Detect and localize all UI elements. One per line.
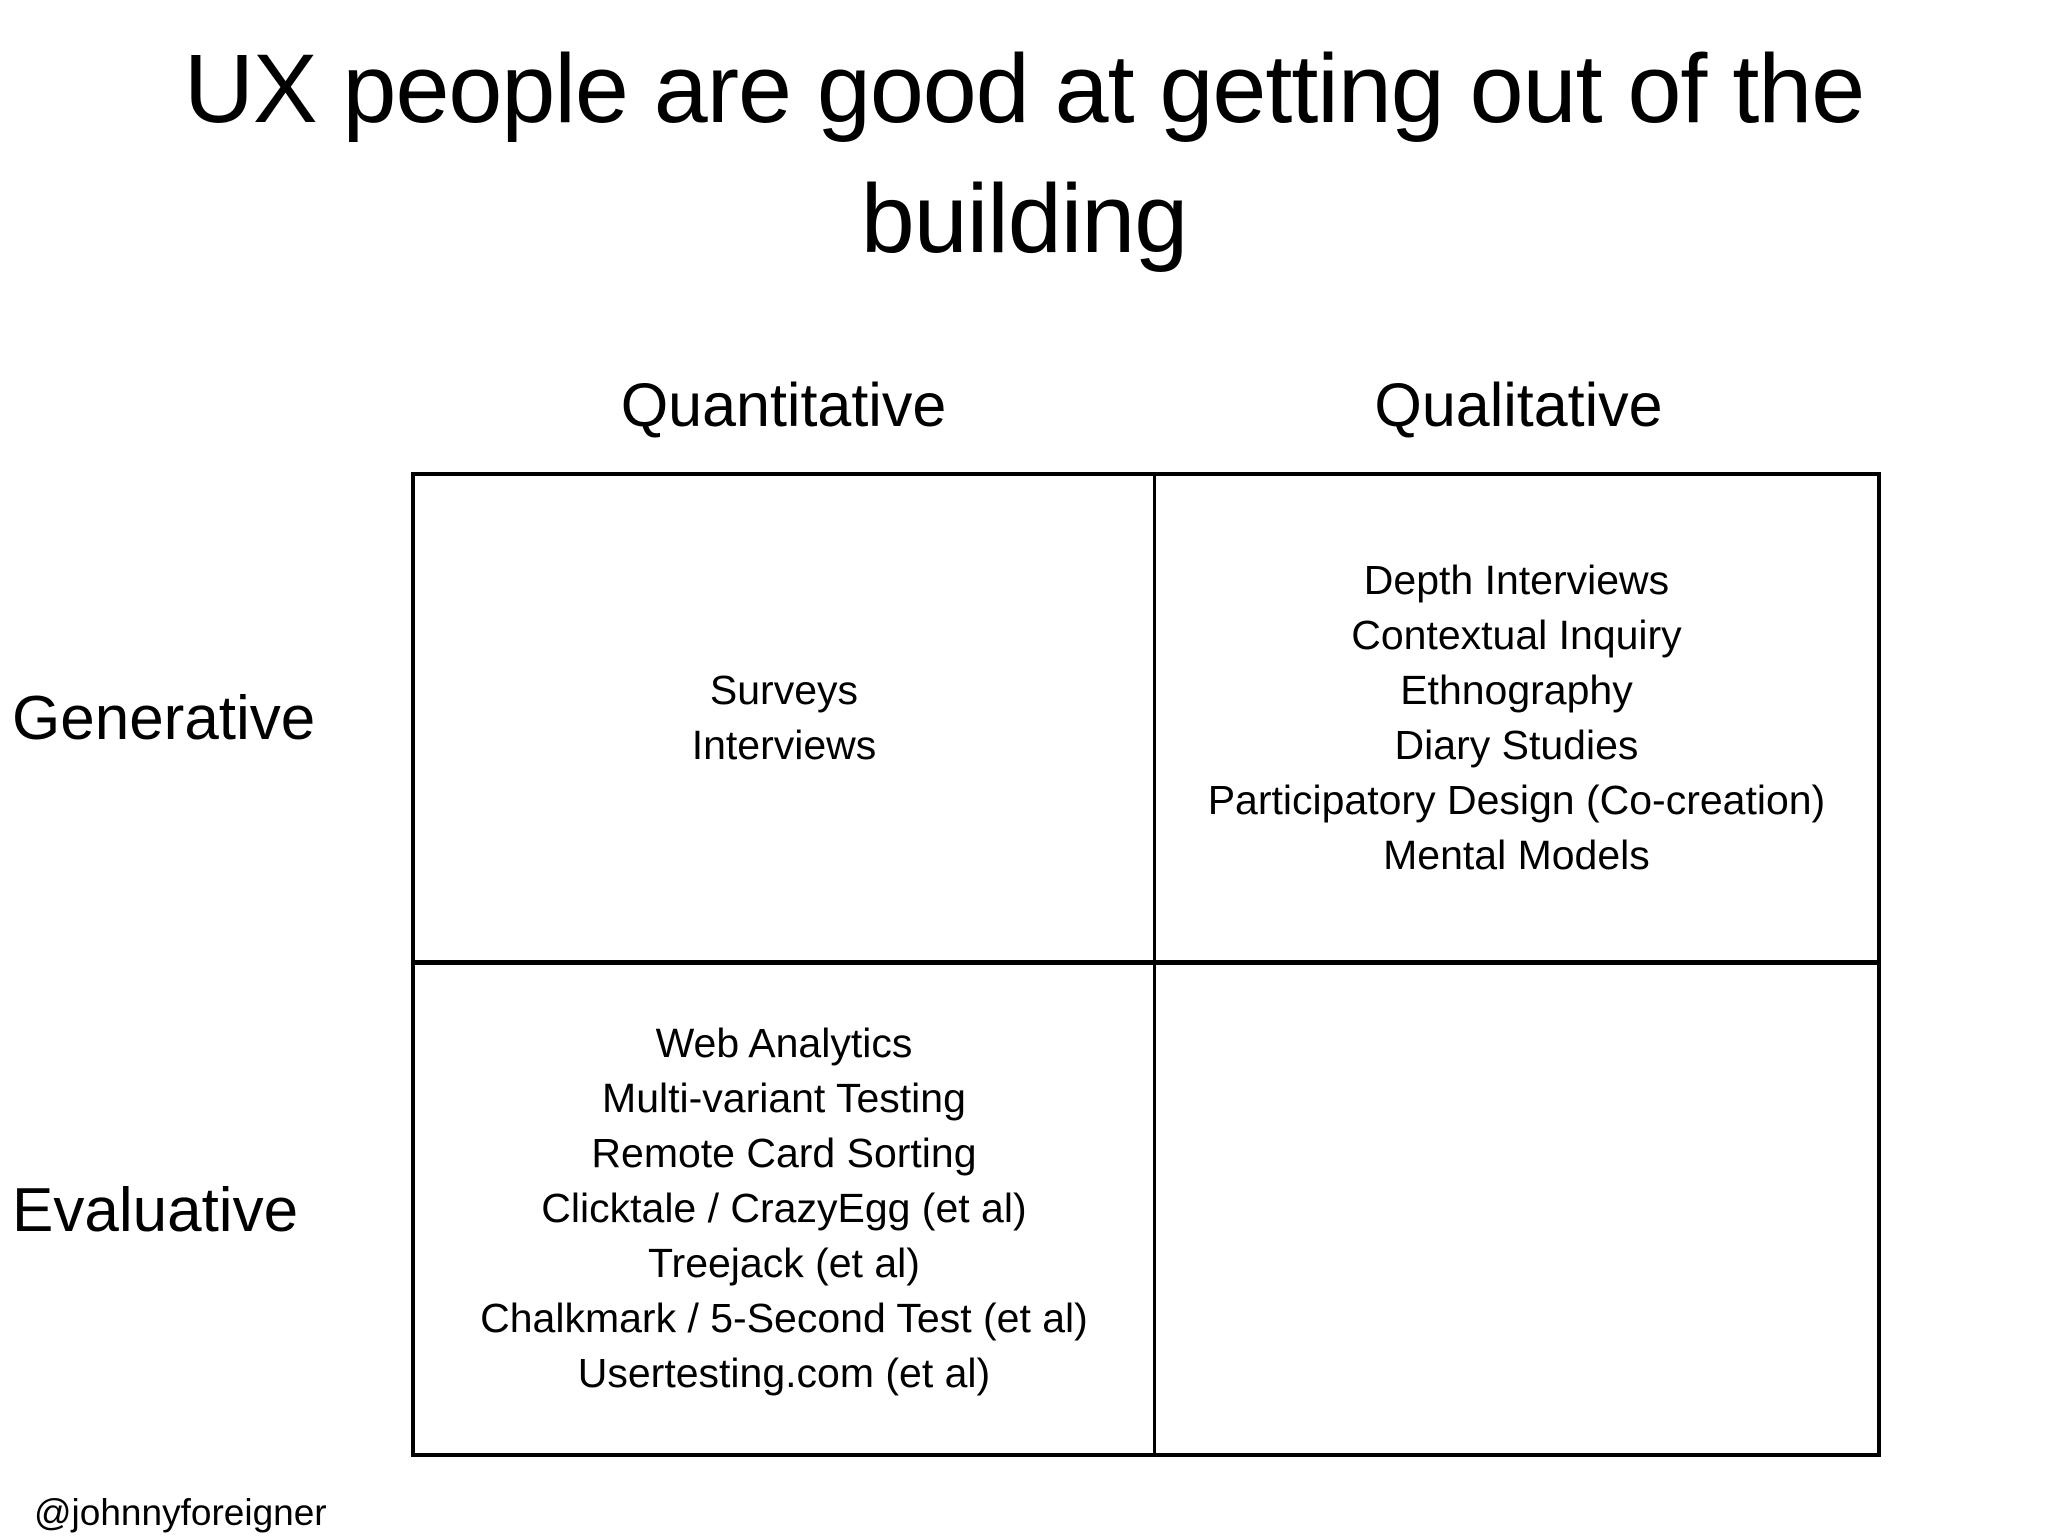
cell-evaluative-qualitative (1156, 965, 1877, 1454)
cell-line: Web Analytics (655, 1020, 913, 1067)
slide-title-line-1: UX people are good at getting out of the (183, 34, 1865, 143)
cell-generative-quantitative: Surveys Interviews (415, 476, 1156, 965)
cell-line: Usertesting.com (et al) (577, 1350, 991, 1397)
cell-generative-qualitative: Depth Interviews Contextual Inquiry Ethn… (1155, 476, 1877, 965)
slide-title: UX people are good at getting out of the… (0, 24, 2048, 284)
cell-line: Treejack (et al) (648, 1240, 920, 1287)
cell-evaluative-quantitative: Web Analytics Multi-variant Testing Remo… (415, 964, 1156, 1453)
quadrant-matrix: Surveys Interviews Depth Interviews Cont… (411, 472, 1881, 1457)
row-labels: Generative Evaluative (0, 472, 411, 1457)
cell-line: Diary Studies (1394, 721, 1639, 768)
cell-line: Surveys (709, 666, 859, 713)
cell-line: Interviews (691, 721, 877, 768)
cell-line: Ethnography (1400, 666, 1633, 713)
cell-line: Participatory Design (Co-creation) (1207, 776, 1826, 823)
cell-line: Contextual Inquiry (1351, 611, 1682, 658)
cell-line: Multi-variant Testing (602, 1075, 966, 1122)
column-header-quantitative: Quantitative (620, 371, 947, 439)
slide-title-line-2: building (860, 164, 1188, 273)
cell-line: Chalkmark / 5-Second Test (et al) (480, 1295, 1088, 1342)
column-header-qualitative: Qualitative (1374, 371, 1663, 439)
cell-line: Remote Card Sorting (591, 1130, 977, 1177)
cell-line: Clicktale / CrazyEgg (et al) (541, 1185, 1027, 1232)
watermark: @johnnyforeigner (34, 1492, 327, 1533)
cell-line: Mental Models (1383, 831, 1650, 878)
column-headers: Quantitative Qualitative (411, 352, 1881, 458)
row-label-generative: Generative (12, 683, 316, 753)
row-label-evaluative: Evaluative (12, 1176, 299, 1246)
cell-line: Depth Interviews (1363, 556, 1670, 603)
